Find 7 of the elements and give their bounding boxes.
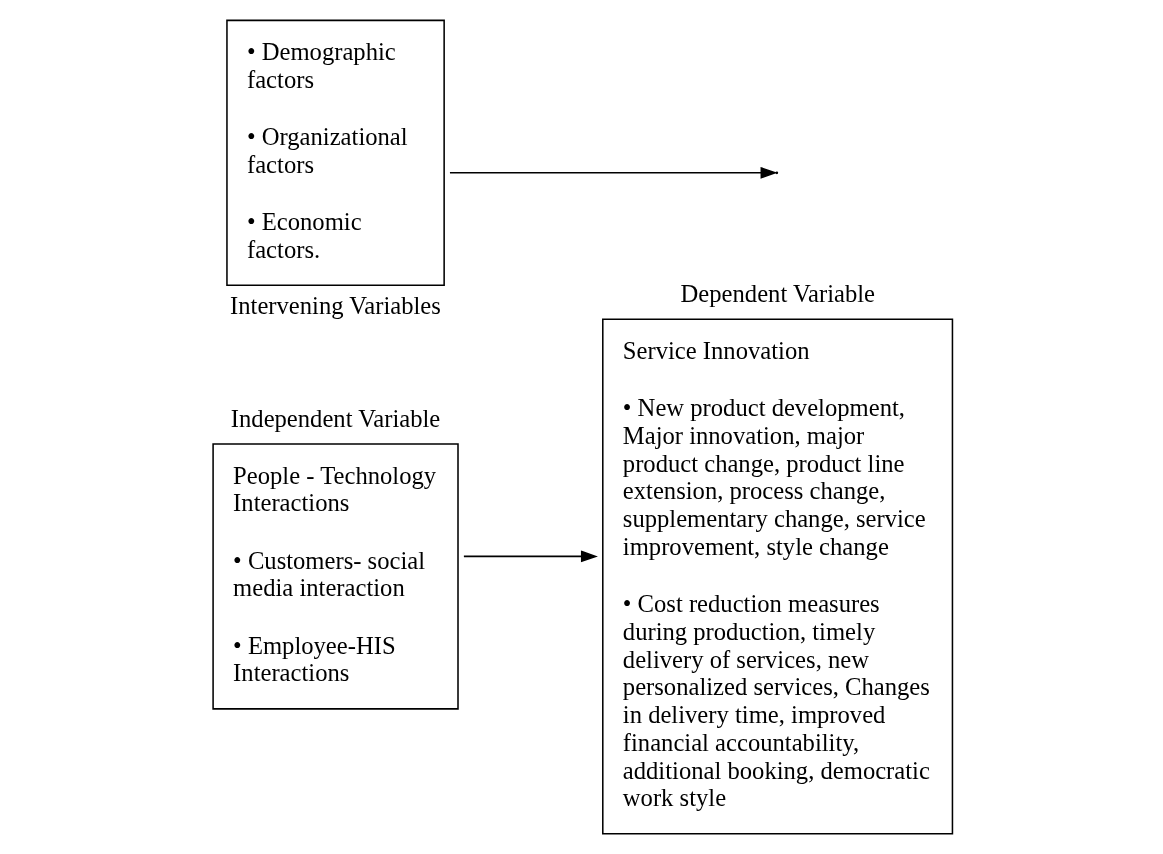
node-box: People - Technology Interactions • Customers- social media interaction • Employee-HIS Interactions [211, 443, 459, 710]
node-label: Dependent Variable [680, 279, 875, 307]
node-label: Independent Variable [230, 404, 440, 432]
node-box: Service Innovation • New product development, Major innovation, major product change, product line extension, process change, supplementary change, service improvement, style change • Cost reduction measures during production, timely delivery of services, new personalized services, Changes in delivery time, improved financial accountability, additional booking, democratic work style [601, 318, 953, 835]
arrow [462, 550, 598, 563]
node-box: • Demographic factors • Organizational factors • Economic factors. [225, 19, 445, 287]
node-label: Intervening Variables [229, 292, 441, 320]
